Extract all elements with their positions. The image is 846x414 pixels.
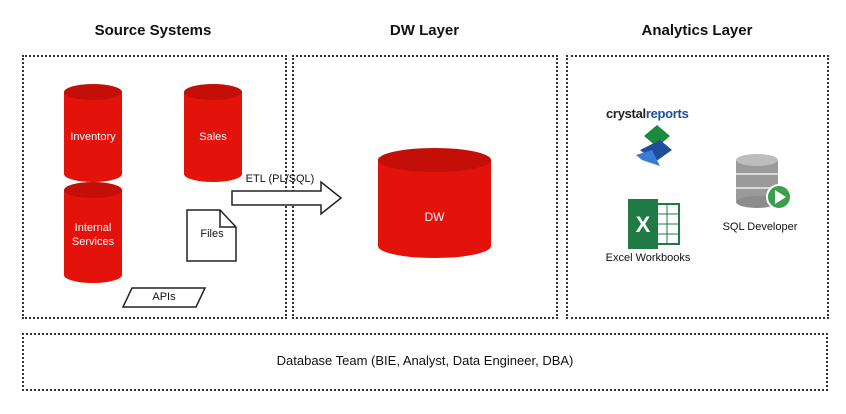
sql-developer-label: SQL Developer — [722, 221, 798, 233]
sales-label: Sales — [199, 131, 227, 143]
apis-label: APIs — [152, 291, 176, 303]
analytics-layer-header: Analytics Layer — [641, 22, 753, 39]
analytics-layer-panel — [566, 55, 829, 319]
dw-layer-panel — [292, 55, 558, 319]
etl-arrow — [231, 180, 343, 216]
sql-developer-icon — [736, 154, 792, 210]
sales-cylinder — [184, 84, 242, 182]
internal-services-label-line1: Internal — [74, 222, 112, 234]
crystal-reports-wordmark: crystalreports — [606, 106, 726, 121]
files-document-icon — [186, 209, 237, 262]
dw-cylinder — [378, 148, 491, 258]
database-team-panel — [22, 333, 828, 391]
inventory-cylinder — [64, 84, 122, 182]
crystal-wordmark-part2: reports — [645, 106, 689, 121]
source-systems-header: Source Systems — [94, 22, 212, 39]
apis-parallelogram — [121, 287, 207, 308]
database-team-label: Database Team (BIE, Analyst, Data Engine… — [276, 353, 574, 368]
excel-workbooks-label: Excel Workbooks — [605, 252, 691, 264]
internal-services-label-line2: Services — [71, 236, 115, 248]
crystal-wordmark-part1: crystal — [606, 106, 646, 121]
crystal-reports-logo — [636, 125, 672, 166]
etl-label: ETL (PL/SQL) — [245, 173, 315, 185]
inventory-label: Inventory — [70, 131, 116, 143]
files-label: Files — [200, 228, 224, 240]
internal-services-cylinder — [64, 182, 122, 283]
dw-label: DW — [424, 210, 445, 224]
source-systems-panel — [22, 55, 287, 319]
svg-text:X: X — [636, 212, 651, 237]
excel-icon: X — [628, 199, 680, 249]
dw-layer-header: DW Layer — [389, 22, 460, 39]
